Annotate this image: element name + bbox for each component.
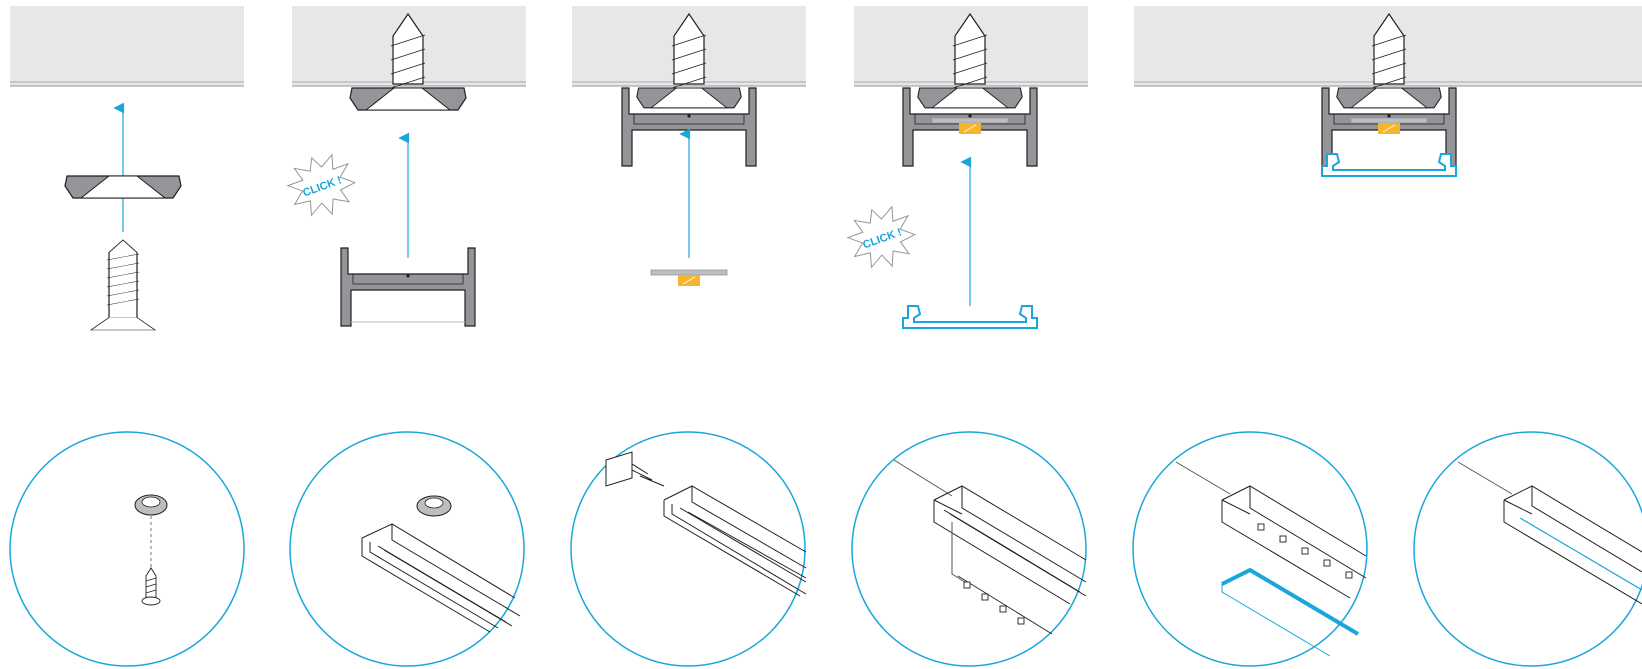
mounting-clip <box>917 87 1023 109</box>
iso-view-6 <box>1413 431 1642 667</box>
click-burst: CLICK ! <box>281 146 363 226</box>
profile-iso <box>1221 485 1367 599</box>
iso-view-3 <box>570 431 807 667</box>
profile-iso <box>663 485 807 597</box>
diffuser-iso <box>1519 517 1642 591</box>
diffuser-iso <box>1221 567 1360 657</box>
profile <box>340 247 476 327</box>
screw <box>90 239 156 331</box>
profile-iso <box>933 485 1087 605</box>
click-burst: CLICK ! <box>841 198 923 278</box>
iso-view-5 <box>1132 431 1368 667</box>
iso-view-1 <box>9 431 245 667</box>
profile-iso <box>1503 485 1642 605</box>
led-chips-iso <box>1257 523 1353 579</box>
iso-view-4 <box>851 431 1087 667</box>
diffuser-cover <box>1321 153 1457 177</box>
step-3-panel <box>572 6 806 287</box>
iso-view-2 <box>289 431 525 667</box>
screw-iso <box>141 567 161 606</box>
diffuser-cover <box>902 305 1038 329</box>
connector-iso <box>605 451 665 487</box>
mounting-clip <box>349 87 467 111</box>
mounting-clip <box>1336 87 1442 109</box>
mounting-clip <box>636 87 742 109</box>
led-strip <box>650 269 728 287</box>
profile-iso <box>361 523 521 633</box>
ceiling <box>10 6 244 86</box>
step-5-panel <box>1134 6 1642 177</box>
mounting-clip <box>64 175 182 199</box>
step-1-panel <box>10 6 244 331</box>
led-strip-iso <box>957 575 1053 635</box>
step-4-panel: CLICK ! <box>841 6 1088 329</box>
step-2-panel: CLICK ! <box>281 6 526 327</box>
